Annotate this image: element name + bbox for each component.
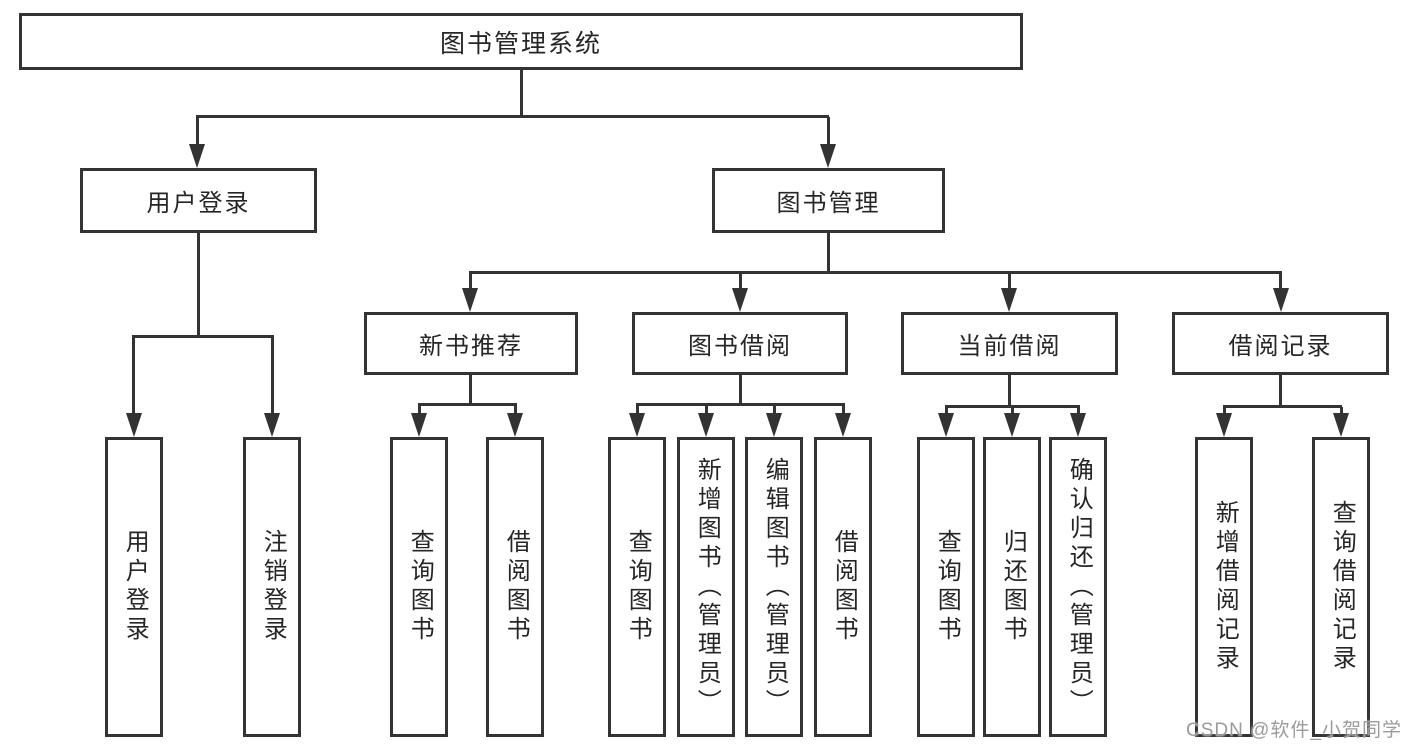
connector-stem-leaf [1223,407,1226,415]
node-library-management-system: 图书管理系统 [19,13,1023,70]
arrowhead-icon [1273,288,1289,312]
connector-new-book-branch [418,403,517,406]
arrowhead-icon [1070,413,1086,437]
connector-user-login-stem [197,233,200,337]
node-label: 图书管理系统 [439,29,602,58]
arrowhead-icon [1216,413,1232,437]
leaf-label: 归还图书 [999,529,1027,645]
leaf-borrow-books-recommend: 借阅图书 [486,437,544,737]
connector-stem-leaf [1077,407,1080,415]
connector-root-branch [196,115,829,118]
leaf-label: 查询图书 [624,529,652,645]
csdn-watermark: CSDN @软件_小贺同学 [1186,720,1402,741]
leaf-add-borrow-record: 新增借阅记录 [1195,437,1253,737]
connector-stem-new-book [469,273,472,289]
node-label: 借阅记录 [1228,333,1333,360]
leaf-edit-books-admin: 编辑图书（管理员） [745,437,803,737]
node-label: 图书管理 [776,190,881,217]
leaf-label: 编辑图书（管理员） [761,456,789,718]
node-current-borrowing: 当前借阅 [901,312,1118,375]
connector-stem-leaf [945,407,948,415]
connector-stem-leaf [705,405,708,415]
arrowhead-icon [698,413,714,437]
leaf-label: 查询借阅记录 [1328,500,1356,674]
leaf-query-books-borrow: 查询图书 [608,437,666,737]
leaf-label: 借阅图书 [830,529,858,645]
leaf-user-login: 用户登录 [105,437,163,737]
node-book-management: 图书管理 [712,168,945,233]
leaf-label: 确认归还（管理员） [1065,456,1093,718]
leaf-logout: 注销登录 [243,437,301,737]
connector-root-stem [520,69,523,117]
connector-current-borrow-branch [945,405,1080,408]
leaf-query-books-current: 查询图书 [917,437,975,737]
arrowhead-icon [938,413,954,437]
node-label: 新书推荐 [419,333,523,360]
connector-stem-leaf [1011,407,1014,415]
arrowhead-icon [766,413,782,437]
connector-borrow-record-stem [1279,375,1282,408]
connector-stem-leaf [636,405,639,415]
leaf-confirm-return-admin: 确认归还（管理员） [1049,437,1107,737]
arrowhead-icon [629,413,645,437]
connector-user-login-branch [132,335,274,338]
connector-current-borrow-stem [1008,375,1011,408]
leaf-label: 查询图书 [933,529,961,645]
connector-borrow-record-branch [1223,405,1342,408]
arrowhead-icon [462,288,478,312]
leaf-query-borrow-record: 查询借阅记录 [1312,437,1370,737]
connector-book-management-stem [827,233,830,272]
leaf-return-books: 归还图书 [983,437,1041,737]
leaf-borrow-books: 借阅图书 [814,437,872,737]
leaf-add-books-admin: 新增图书（管理员） [677,437,735,737]
arrowhead-icon [411,413,427,437]
connector-stem-leaf-logout [271,337,274,414]
node-book-borrowing: 图书借阅 [632,312,848,375]
node-label: 当前借阅 [957,333,1062,360]
connector-stem-leaf [773,405,776,415]
connector-stem-user-login [196,117,199,145]
node-label: 图书借阅 [688,333,792,360]
leaf-label: 新增借阅记录 [1211,500,1239,674]
node-new-book-recommendation: 新书推荐 [364,312,578,375]
leaf-label: 借阅图书 [502,529,530,645]
arrowhead-icon [1333,413,1349,437]
leaf-label: 查询图书 [406,529,434,645]
connector-book-borrow-branch [636,403,845,406]
connector-stem-book-borrow [739,273,742,289]
connector-book-management-branch [469,271,1282,274]
connector-stem-borrow-record [1279,273,1282,289]
arrowhead-icon [1001,288,1017,312]
arrowhead-icon [835,413,851,437]
leaf-label: 新增图书（管理员） [693,456,721,718]
arrowhead-icon [189,144,205,168]
node-label: 用户登录 [146,190,251,217]
connector-stem-leaf [1340,407,1343,415]
connector-book-borrow-stem [739,375,742,405]
arrowhead-icon [507,413,523,437]
connector-stem-current-borrow [1008,273,1011,289]
leaf-label: 注销登录 [259,529,287,645]
arrowhead-icon [264,413,280,437]
leaf-label: 用户登录 [121,529,149,645]
arrowhead-icon [820,144,836,168]
arrowhead-icon [732,288,748,312]
connector-stem-leaf-login [132,337,135,414]
connector-stem-book-management [827,117,830,145]
connector-new-book-stem [469,375,472,406]
arrowhead-icon [126,413,142,437]
node-user-login: 用户登录 [80,168,317,233]
node-borrowing-records: 借阅记录 [1172,312,1389,375]
leaf-query-books-recommend: 查询图书 [390,437,448,737]
connector-stem-leaf [842,405,845,415]
connector-stem-leaf [514,405,517,415]
connector-stem-leaf [418,405,421,415]
arrowhead-icon [1004,413,1020,437]
